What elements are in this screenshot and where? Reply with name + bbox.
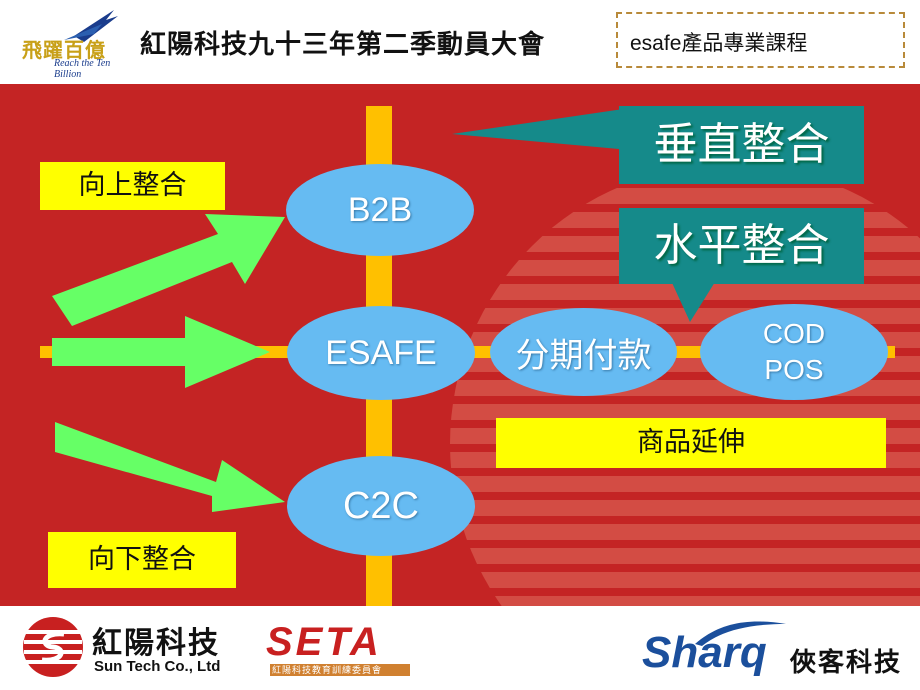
sharq-name-cn: 俠客科技 [790, 648, 903, 678]
node-c2c: C2C [287, 456, 475, 556]
feiyue-logo: 飛躍百億 Reach the Ten Billion [14, 6, 124, 80]
footer: 紅陽科技 Sun Tech Co., Ltd SETA 紅陽科技教育訓練委員會 … [0, 606, 920, 690]
vertical-callout-pointer [452, 108, 630, 150]
label-upward-integration: 向上整合 [40, 162, 225, 210]
company-name-en: Sun Tech Co., Ltd [94, 658, 221, 675]
diagram-area: 向上整合 向下整合 商品延伸 垂直整合 水平整合 B2B ESAFE C2C 分… [0, 84, 920, 606]
callout-vertical-integration: 垂直整合 [619, 106, 864, 184]
label-product-extension: 商品延伸 [496, 418, 886, 468]
arrow-up [52, 214, 285, 326]
logo-text: 飛躍百億 [22, 38, 106, 62]
node-pos-label: POS [764, 354, 824, 385]
course-label-box: esafe產品專業課程 [616, 12, 905, 68]
page-title: 紅陽科技九十三年第二季動員大會 [140, 30, 546, 60]
sharq-swoosh-icon [695, 621, 786, 646]
callout-horizontal-integration: 水平整合 [619, 208, 864, 284]
sharq-logo: Sharq [642, 628, 767, 677]
seta-bar [270, 664, 410, 676]
node-cod-label: COD [762, 318, 826, 349]
horizontal-callout-pointer [668, 274, 720, 322]
node-installment: 分期付款 [490, 308, 677, 396]
seta-logo: SETA [266, 620, 382, 664]
node-b2b: B2B [286, 164, 474, 256]
logo-subtext: Reach the Ten Billion [54, 58, 111, 80]
arrow-middle [52, 316, 270, 388]
runner-icon [64, 10, 118, 42]
arrows-layer [52, 108, 720, 512]
suntech-logo-icon [23, 617, 83, 677]
node-cod-pos: COD POS [700, 304, 888, 400]
company-name-cn: 紅陽科技 [92, 626, 220, 661]
seta-subtitle: 紅陽科技教育訓練委員會 [272, 666, 383, 676]
arrow-down [55, 422, 285, 512]
label-downward-integration: 向下整合 [48, 532, 236, 588]
header: 飛躍百億 Reach the Ten Billion 紅陽科技九十三年第二季動員… [0, 0, 920, 84]
node-esafe: ESAFE [287, 306, 475, 400]
course-label: esafe產品專業課程 [630, 32, 808, 55]
